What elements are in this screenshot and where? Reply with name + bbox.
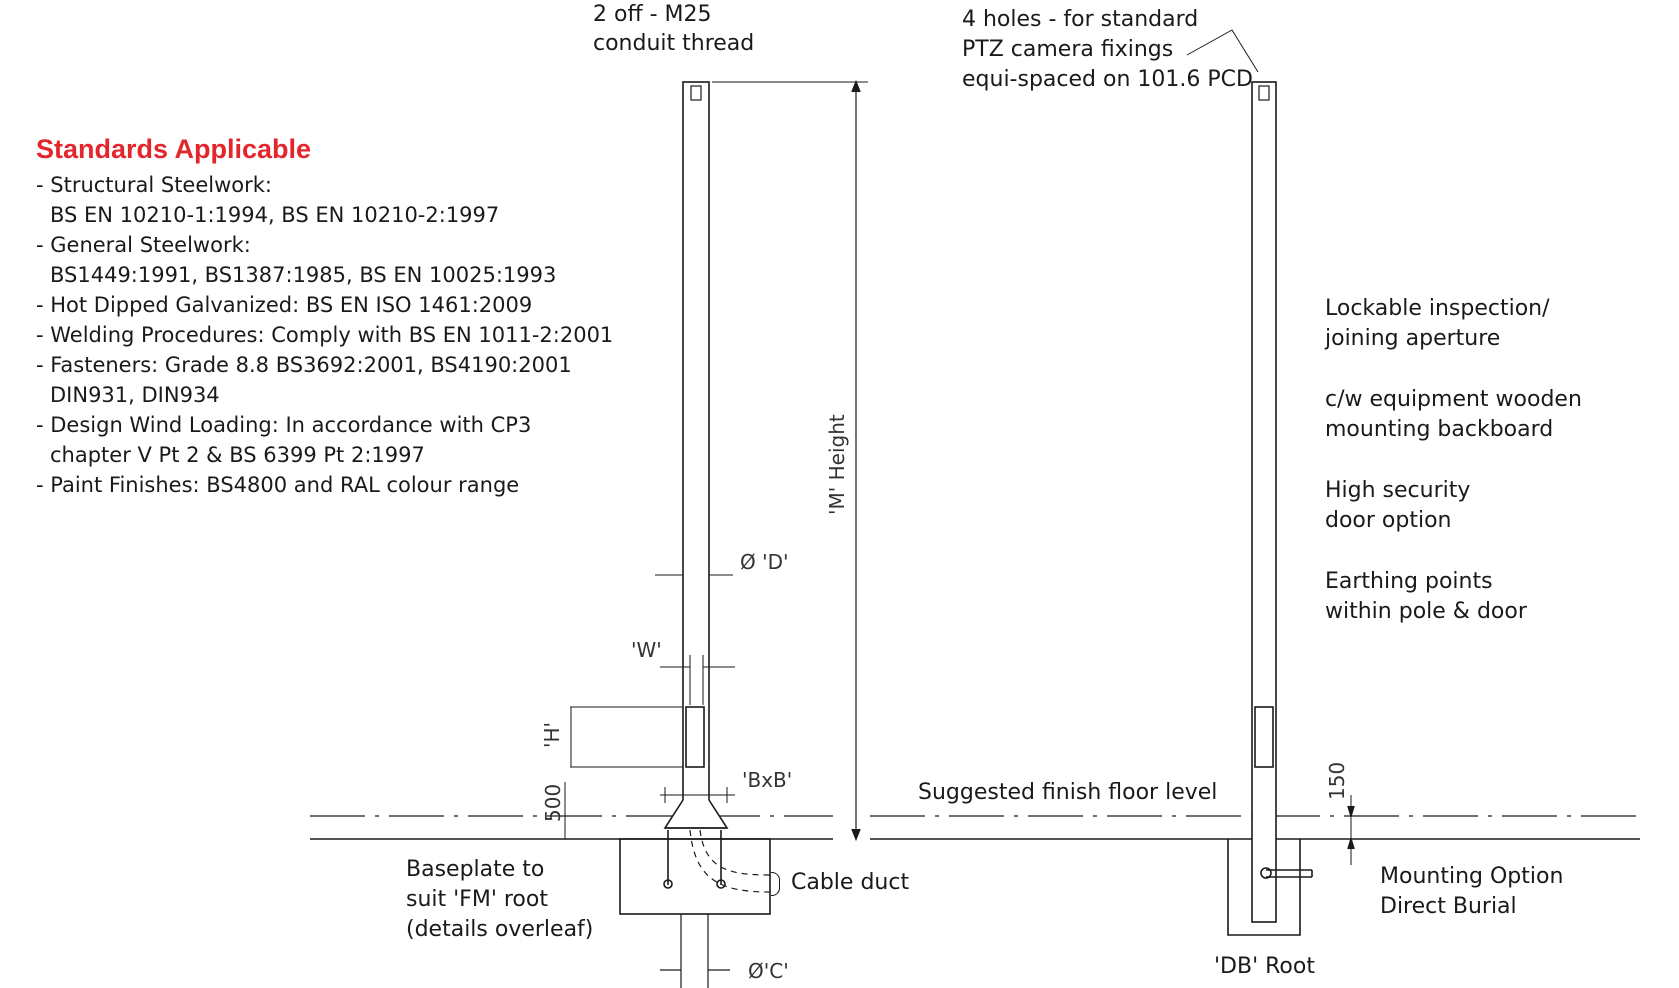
diameter-dim-label: Ø 'D' (740, 550, 789, 574)
standards-line: - Fasteners: Grade 8.8 BS3692:2001, BS41… (36, 353, 572, 377)
standards-line: BS EN 10210-1:1994, BS EN 10210-2:1997 (50, 203, 500, 227)
dim-150-label: 150 (1325, 762, 1349, 800)
standards-title: Standards Applicable (36, 134, 312, 164)
width-dim-label: 'W' (631, 638, 662, 662)
feature-backboard: c/w equipment wooden mounting backboard (1325, 387, 1582, 442)
baseplate-label: Baseplate to suit 'FM' root (details ove… (406, 857, 594, 942)
left-pole-shaft (682, 81, 710, 818)
right-burial-root (1227, 839, 1301, 936)
standards-list: - Structural Steelwork: BS EN 10210-1:199… (36, 170, 613, 500)
right-pole-door (1254, 706, 1274, 768)
standards-line: - Hot Dipped Galvanized: BS EN ISO 1461:… (36, 293, 533, 317)
right-pole-shaft (1251, 81, 1277, 923)
cable-duct-bracket (771, 872, 780, 896)
feature-aperture: Lockable inspection/ joining aperture (1325, 296, 1550, 351)
c-dim-label: Ø'C' (748, 959, 789, 983)
standards-line: DIN931, DIN934 (50, 383, 220, 407)
standards-line: - Welding Procedures: Comply with BS EN … (36, 323, 614, 347)
cable-duct-label: Cable duct (791, 870, 910, 895)
left-foundation-block (619, 838, 771, 915)
holes-label: 4 holes - for standard PTZ camera fixing… (962, 7, 1253, 92)
floor-level-label: Suggested finish floor level (918, 780, 1218, 805)
standards-line: BS1449:1991, BS1387:1985, BS EN 10025:19… (50, 263, 557, 287)
standards-line: - Structural Steelwork: (36, 173, 272, 197)
standards-line: - Paint Finishes: BS4800 and RAL colour … (36, 473, 520, 497)
feature-earthing: Earthing points within pole & door (1325, 569, 1527, 624)
standards-line: - General Steelwork: (36, 233, 251, 257)
left-pole-base-flare (663, 799, 729, 829)
base-dim-label: 500 (541, 784, 565, 822)
standards-line: chapter V Pt 2 & BS 6399 Pt 2:1997 (50, 443, 425, 467)
conduit-label: 2 off - M25 conduit thread (593, 2, 755, 56)
h-dim-label: 'H' (540, 722, 564, 748)
mounting-option-label: Mounting Option Direct Burial (1380, 864, 1564, 919)
bxb-dim-label: 'BxB' (742, 768, 792, 792)
left-pole-top-fixing (690, 85, 702, 101)
right-pole-top-fixing (1258, 85, 1270, 101)
height-dim-label: 'M' Height (825, 414, 849, 515)
left-pole-door (685, 706, 705, 768)
cable-duct (699, 829, 771, 876)
feature-security-door: High security door option (1325, 478, 1471, 533)
db-root-label: 'DB' Root (1214, 954, 1315, 979)
standards-line: - Design Wind Loading: In accordance wit… (36, 413, 532, 437)
